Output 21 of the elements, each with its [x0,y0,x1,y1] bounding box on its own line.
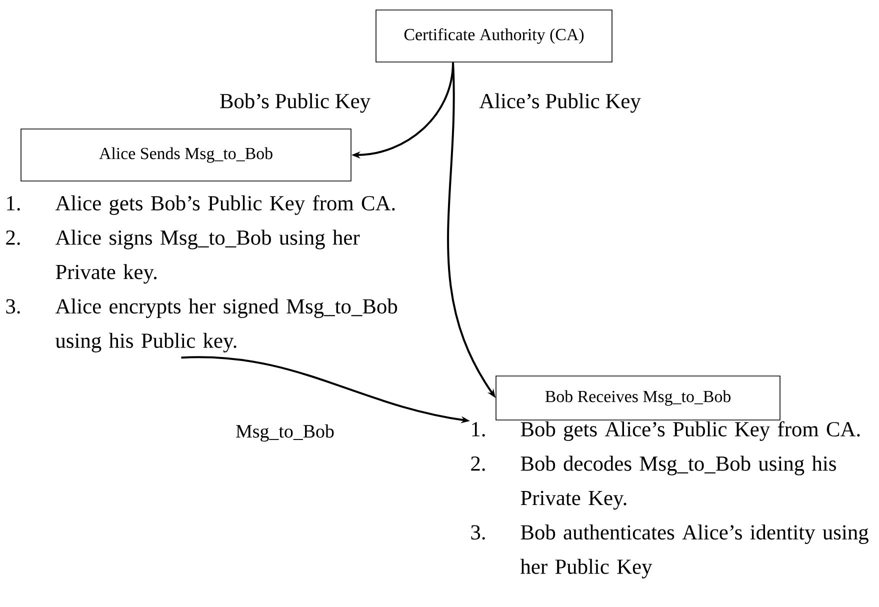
list-text: Alice encrypts her signed Msg_to_Bob using his Public key. [55,298,398,352]
list-text: Bob authenticates Alice’s identity using her Public Key [520,524,868,578]
process-box [20,128,352,182]
process-box [376,10,612,62]
item-number: 1. [7,196,20,211]
item-number: 2. [471,456,485,471]
list-text: Bob gets Alice’s Public Key from CA. [520,421,860,441]
item-number: 1. [472,422,485,437]
box-label: Bob Receives Msg_to_Bob [545,390,731,406]
list-text: Alice signs Msg_to_Bob using her Private key. [55,230,360,284]
box-label: Certificate Authority (CA) [404,28,584,44]
list-text: Bob decodes Msg_to_Bob using his Private Key. [520,456,836,510]
item-number: 3. [6,299,20,314]
process-box [496,376,780,420]
edge-label: Msg_to_Bob [234,423,336,443]
item-number: 2. [6,230,20,245]
list-text: Alice gets Bob’s Public Key from CA. [55,195,395,215]
edge-label: Alice’s Public Key [478,92,642,114]
edge-label: Bob’s Public Key [218,92,372,114]
item-number: 3. [471,525,485,540]
box-label: Alice Sends Msg_to_Bob [99,147,272,163]
